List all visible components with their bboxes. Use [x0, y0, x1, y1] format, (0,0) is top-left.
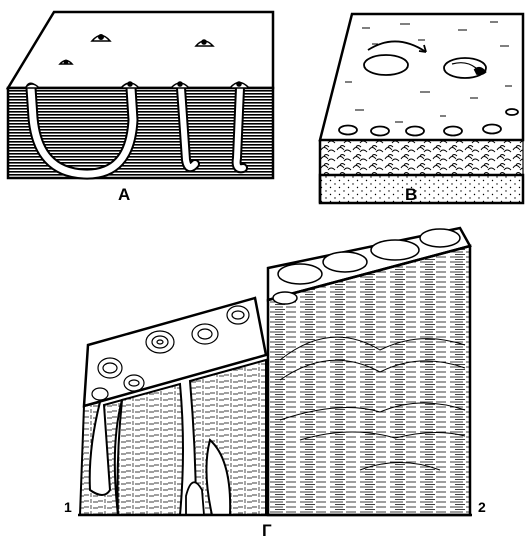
panel-a-top-surface: [8, 12, 273, 88]
panel-a-block: [8, 12, 273, 178]
panel-b-top-surface: [320, 14, 523, 140]
panel-b-sand-layer: [320, 175, 523, 203]
marker-2-label: 2: [478, 500, 486, 514]
panel-g-label: Г: [262, 522, 272, 539]
column-1: [80, 400, 122, 515]
column-gap: [186, 482, 204, 515]
panel-b-block: [320, 14, 523, 203]
panel-g-right-block: [268, 228, 470, 515]
panel-a-label: A: [118, 186, 130, 203]
panel-g-left-block: [80, 298, 266, 515]
panel-b-pebble-layer: [320, 140, 523, 175]
marker-1-label: 1: [64, 500, 72, 514]
column-2: [118, 384, 184, 515]
panel-b-label: B: [405, 186, 417, 203]
